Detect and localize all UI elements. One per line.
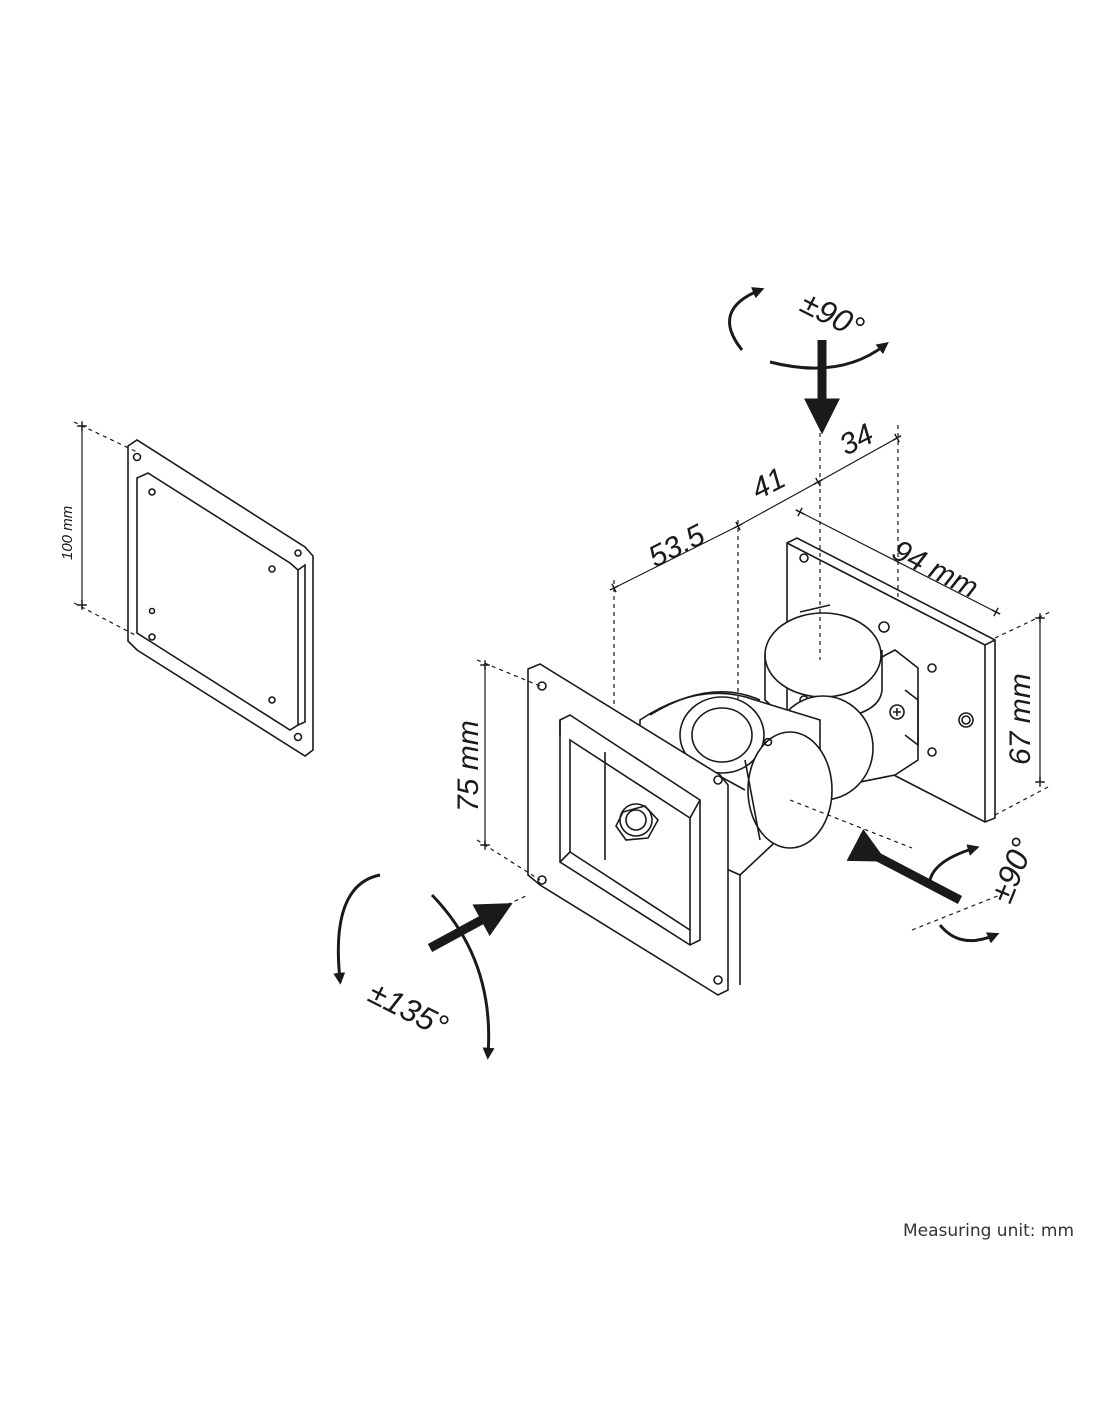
label-34: 34 (834, 418, 879, 463)
label-100mm: 100 mm (59, 506, 76, 560)
label-53-5: 53.5 (643, 518, 710, 574)
head-plate (527, 663, 729, 996)
rotate-arrow (333, 873, 529, 1060)
dimension-75mm (476, 659, 541, 881)
label-67mm: 67 mm (1004, 673, 1037, 765)
dimension-94mm (795, 507, 1001, 617)
label-swivel-top: ±90° (795, 284, 870, 346)
dimension-100mm (73, 421, 138, 637)
label-75mm: 75 mm (452, 720, 485, 812)
swivel-arrow-side (789, 799, 1001, 944)
label-41: 41 (746, 462, 791, 507)
label-rotate: ±135° (363, 974, 454, 1044)
label-swivel-side: ±90° (983, 833, 1041, 908)
vesa-adapter-plate (127, 439, 314, 757)
dimension-67mm (994, 611, 1051, 816)
measuring-unit-note: Measuring unit: mm (902, 1221, 1074, 1241)
swivel-arrow-top (728, 287, 889, 435)
